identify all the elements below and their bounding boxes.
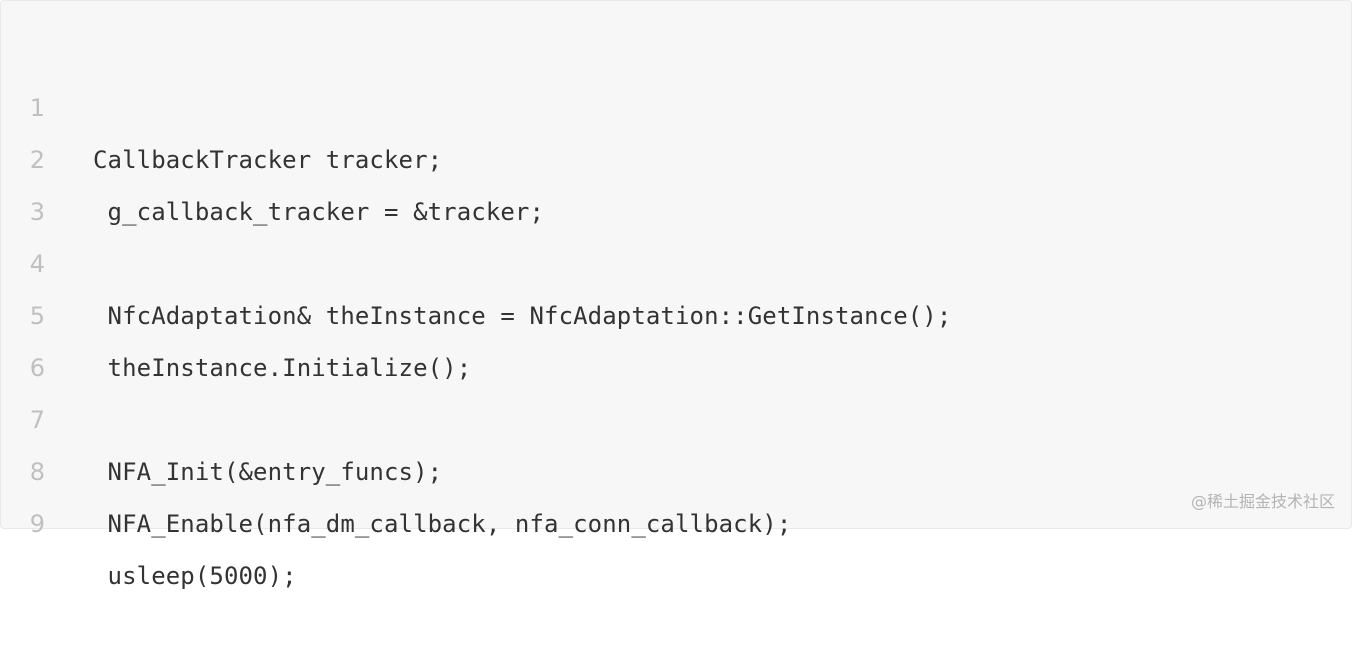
line-code: CallbackTracker tracker; [93, 146, 443, 174]
code-line: 7 NFA_Init(&entry_funcs); [1, 342, 1351, 486]
code-line: 6 [1, 290, 1351, 382]
line-number: 6 [29, 354, 45, 382]
code-line: 3 [1, 134, 1351, 226]
code-block: 1 CallbackTracker tracker; 2 g_callback_… [0, 0, 1352, 590]
line-code: NFA_Init(&entry_funcs); [93, 458, 443, 486]
line-number: 4 [29, 250, 45, 278]
line-code: usleep(5000); [93, 562, 297, 590]
line-number: 7 [29, 406, 45, 434]
line-code: NFA_Enable(nfa_dm_callback, nfa_conn_cal… [93, 510, 792, 538]
watermark: @稀土掘金技术社区 [1190, 492, 1335, 511]
line-number: 9 [29, 510, 45, 538]
line-number: 1 [29, 94, 45, 122]
line-code: g_callback_tracker = &tracker; [93, 198, 545, 226]
code-lines: 1 CallbackTracker tracker; 2 g_callback_… [1, 30, 1351, 590]
code-line: 5 theInstance.Initialize(); [1, 238, 1351, 382]
line-number: 3 [29, 198, 45, 226]
code-line: 1 CallbackTracker tracker; [1, 30, 1351, 174]
line-number: 8 [29, 458, 45, 486]
line-code: theInstance.Initialize(); [93, 354, 472, 382]
code-line: 8 NFA_Enable(nfa_dm_callback, nfa_conn_c… [1, 394, 1351, 538]
line-number: 5 [29, 302, 45, 330]
line-number: 2 [29, 146, 45, 174]
code-line: 9 usleep(5000); [1, 446, 1351, 590]
code-line: 2 g_callback_tracker = &tracker; [1, 82, 1351, 226]
code-line: 4 NfcAdaptation& theInstance = NfcAdapta… [1, 186, 1351, 330]
line-code: NfcAdaptation& theInstance = NfcAdaptati… [93, 302, 952, 330]
